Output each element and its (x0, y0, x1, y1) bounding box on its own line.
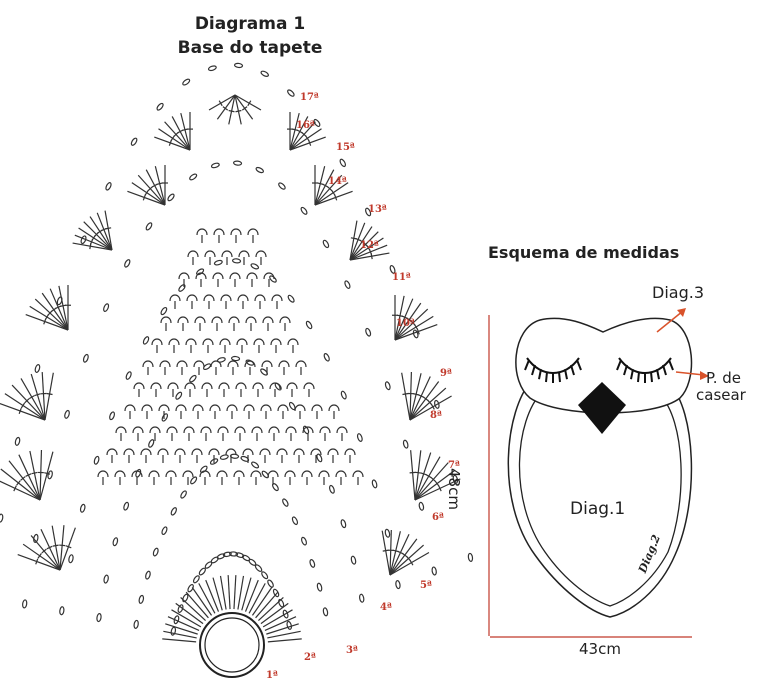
diag1-label: Diag.1 (570, 499, 626, 519)
row-number-label: 17ª (300, 92, 319, 103)
pcasear-label-line1: P. de (706, 369, 741, 387)
row-number-label: 4ª (380, 602, 392, 613)
row-number-label: 13ª (368, 204, 387, 215)
row-number-label: 12ª (360, 240, 379, 251)
row-number-label: 11ª (392, 272, 411, 283)
diagram-subtitle: Base do tapete (177, 38, 323, 58)
owl-head (515, 317, 693, 414)
measures-title: Esquema de medidas (488, 243, 680, 262)
diag3-label: Diag.3 (652, 283, 704, 302)
row-number-label: 9ª (440, 368, 452, 379)
row-number-label: 16ª (296, 120, 315, 131)
pcasear-label-line2: casear (696, 386, 746, 404)
owl-beak (578, 382, 626, 434)
row-number-label: 1ª (266, 670, 278, 681)
diagram-title: Diagrama 1 (194, 14, 306, 34)
row-number-label: 3ª (346, 645, 358, 656)
row-number-label: 15ª (336, 142, 355, 153)
closed-eye-icon (526, 357, 580, 374)
center-ring (199, 612, 265, 678)
row-number-label: 6ª (432, 512, 444, 523)
owl-body-inner (518, 391, 682, 607)
row-number-label: 14ª (328, 176, 347, 187)
width-label: 43cm (579, 640, 621, 658)
owl-body-outer (507, 379, 693, 618)
pcasear-arrow (675, 371, 705, 376)
height-label: 48cm (445, 468, 463, 510)
row-number-label: 5ª (420, 580, 432, 591)
diag3-arrow (656, 310, 684, 333)
row-number-label: 8ª (430, 410, 442, 421)
closed-eye-icon (618, 357, 672, 374)
row-number-label: 7ª (448, 460, 460, 471)
row-number-label: 10ª (396, 318, 415, 329)
row-number-label: 2ª (304, 652, 316, 663)
